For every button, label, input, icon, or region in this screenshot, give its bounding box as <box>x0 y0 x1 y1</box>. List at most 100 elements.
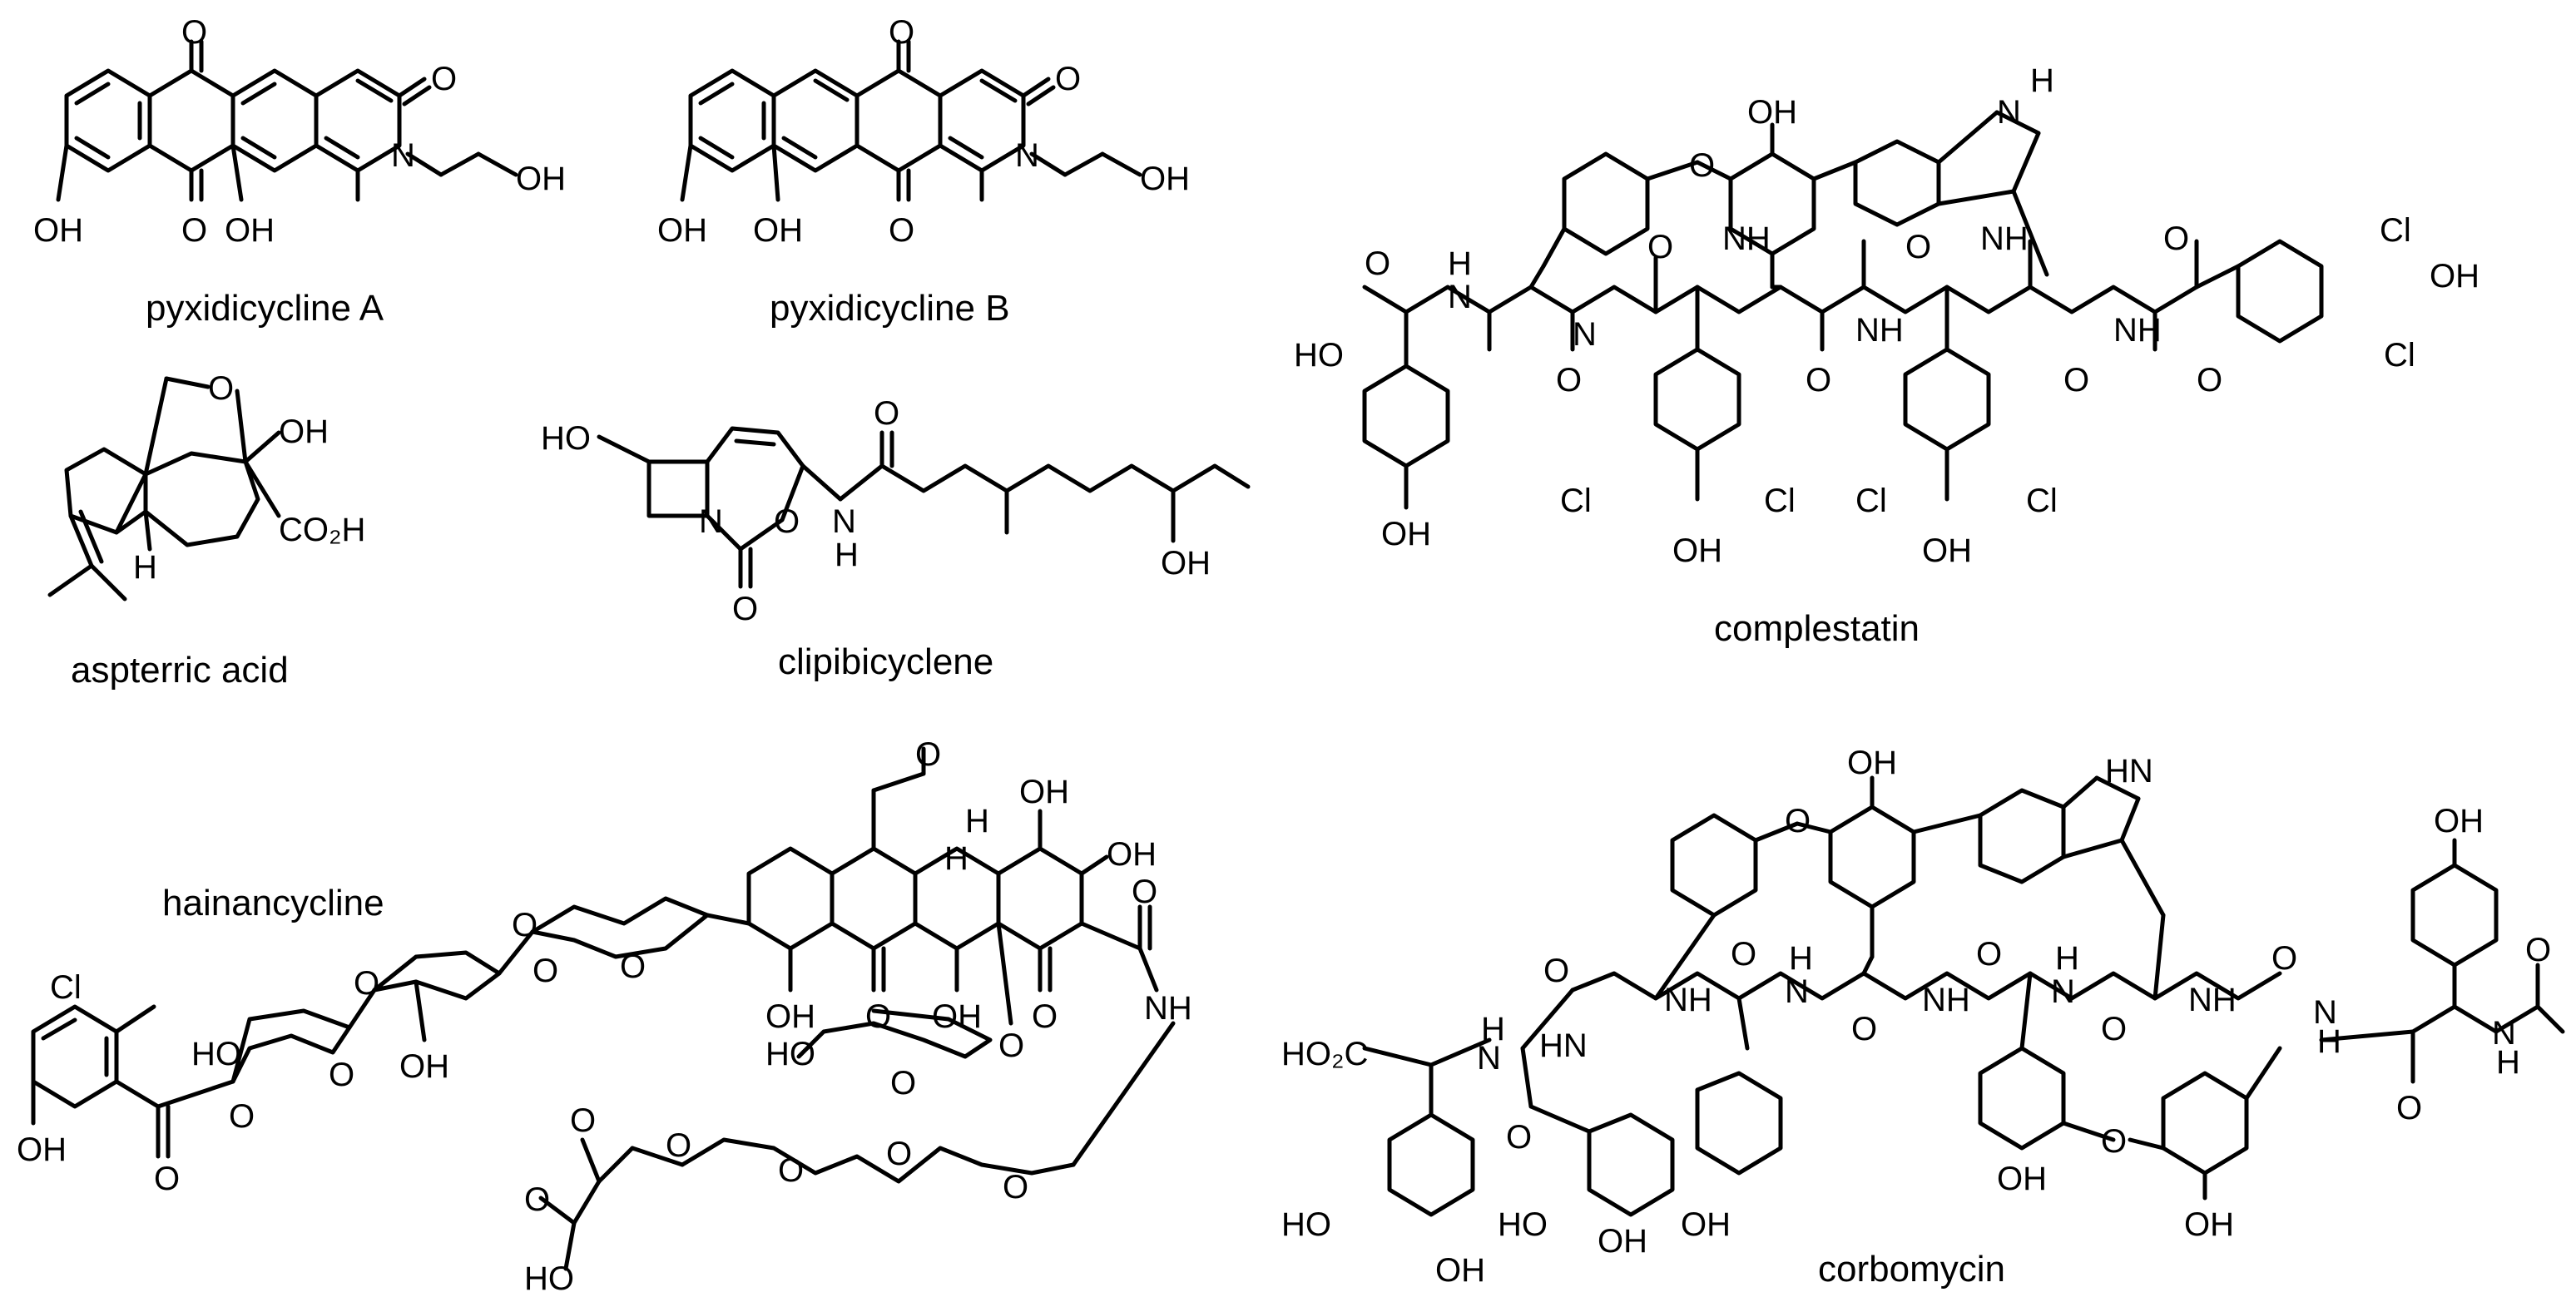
atom-label: OH <box>279 413 329 450</box>
atom-label: NH <box>2113 312 2162 349</box>
atom-label: HO <box>1281 1206 1331 1243</box>
structure-hainancycline: Cl OH O O HO O O OH O O O O OH OH H H OH… <box>17 736 1192 1297</box>
atom-label: HO <box>541 420 591 457</box>
atom-label: N <box>1785 973 1809 1010</box>
atom-label: HO <box>191 1036 241 1072</box>
structure-complestatin: OH O H N HO O H N O N O NH O NH O NH O N… <box>1294 62 2479 649</box>
caption-pyxidicycline-a: pyxidicycline A <box>146 288 384 329</box>
atom-label: OH <box>1019 774 1069 810</box>
atom-label: H <box>2055 940 2079 977</box>
atom-label: O <box>1032 998 1058 1035</box>
atom-label: O <box>533 953 558 989</box>
atom-label: NH <box>1855 312 1904 349</box>
atom-label: OH <box>33 212 83 249</box>
atom-label: H <box>1789 940 1813 977</box>
atom-label: O <box>732 591 758 627</box>
atom-label: OH <box>1997 1161 2047 1197</box>
atom-label: H <box>2317 1023 2341 1060</box>
atom-label: HN <box>1539 1027 1588 1064</box>
atom-label: OH <box>2430 258 2479 295</box>
atom-label: H <box>2030 62 2054 99</box>
atom-label: Cl <box>1764 483 1796 519</box>
caption-pyxidicycline-b: pyxidicycline B <box>770 288 1010 329</box>
atom-label: O <box>1905 229 1931 265</box>
atom-label: Cl <box>1855 483 1887 519</box>
atom-label: O <box>889 212 914 249</box>
atom-label: O <box>2271 940 2297 977</box>
atom-label: H <box>944 840 968 877</box>
caption-hainancycline: hainancycline <box>162 883 384 923</box>
caption-complestatin: complestatin <box>1714 608 1920 649</box>
atom-label: NH <box>1144 990 1192 1027</box>
atom-label: O <box>865 998 891 1035</box>
atom-label: O <box>2063 362 2089 399</box>
atom-label: OH <box>17 1131 67 1168</box>
atom-label: N <box>1448 279 1472 315</box>
atom-label: O <box>208 370 234 407</box>
atom-label: OH <box>753 212 803 249</box>
structure-aspterric-acid: O OH CO₂H H aspterric acid <box>47 370 365 691</box>
atom-label: NH <box>1922 982 1970 1018</box>
atom-label: H <box>1448 245 1472 282</box>
atom-label: O <box>1132 874 1157 910</box>
atom-label: OH <box>1681 1206 1731 1243</box>
atom-label: OH <box>2184 1206 2234 1243</box>
atom-label: H <box>965 803 989 839</box>
atom-label: O <box>2163 220 2189 257</box>
atom-label: O <box>889 14 914 51</box>
atom-label: O <box>2525 932 2551 968</box>
atom-label: O <box>2101 1011 2127 1047</box>
atom-label: OH <box>765 998 815 1035</box>
atom-label: N <box>1997 94 2021 131</box>
atom-label: O <box>2396 1090 2422 1126</box>
atom-label: O <box>181 14 207 51</box>
atom-label: O <box>1556 362 1582 399</box>
atom-label: O <box>666 1127 691 1164</box>
atom-label: N <box>391 137 415 174</box>
atom-label: O <box>2101 1123 2127 1160</box>
atom-label: O <box>1506 1119 1532 1156</box>
atom-label: CO₂H <box>279 512 365 548</box>
atom-label: O <box>915 736 941 773</box>
atom-label: OH <box>1847 745 1897 781</box>
atom-label: OH <box>516 161 566 197</box>
structure-pyxidicycline-b: O O N OH O OH OH pyxidicycline B <box>657 14 1190 329</box>
atom-label: O <box>431 61 457 97</box>
atom-label: HO <box>1498 1206 1548 1243</box>
atom-label: Cl <box>2380 212 2411 249</box>
atom-label: O <box>1055 61 1081 97</box>
atom-label: OH <box>1140 161 1190 197</box>
atom-label: OH <box>1922 532 1972 569</box>
structure-corbomycin: OH O HN O NH O H N O NH O H N O NH O H N… <box>1281 745 2565 1290</box>
atom-label: O <box>1647 229 1673 265</box>
atom-label: O <box>1785 803 1811 839</box>
atom-label: OH <box>1107 836 1157 873</box>
caption-corbomycin: corbomycin <box>1818 1249 2005 1290</box>
atom-label: OH <box>1435 1252 1485 1289</box>
atom-label: O <box>1689 147 1715 184</box>
atom-label: O <box>890 1065 916 1102</box>
atom-label: N <box>1573 316 1597 353</box>
atom-label: N <box>2492 1015 2516 1052</box>
atom-label: O <box>774 503 800 540</box>
atom-label: O <box>998 1027 1024 1064</box>
atom-label: O <box>1731 936 1756 973</box>
atom-label: OH <box>1747 94 1797 131</box>
atom-label: HO <box>765 1036 815 1072</box>
atom-label: OH <box>1381 516 1431 552</box>
atom-label: OH <box>1672 532 1722 569</box>
atom-label: O <box>329 1057 354 1093</box>
atom-label: OH <box>1161 545 1211 582</box>
atom-label: O <box>1851 1011 1877 1047</box>
atom-label: NH <box>1980 220 2029 257</box>
atom-label: HO <box>1294 337 1344 374</box>
atom-label: O <box>1003 1169 1028 1206</box>
atom-label: NH <box>1664 982 1712 1018</box>
atom-label: O <box>354 965 379 1002</box>
atom-label: O <box>886 1136 912 1172</box>
atom-label: H <box>133 549 157 586</box>
atom-label: O <box>1543 953 1569 989</box>
atom-label: N <box>699 503 723 540</box>
atom-label: O <box>874 395 899 432</box>
